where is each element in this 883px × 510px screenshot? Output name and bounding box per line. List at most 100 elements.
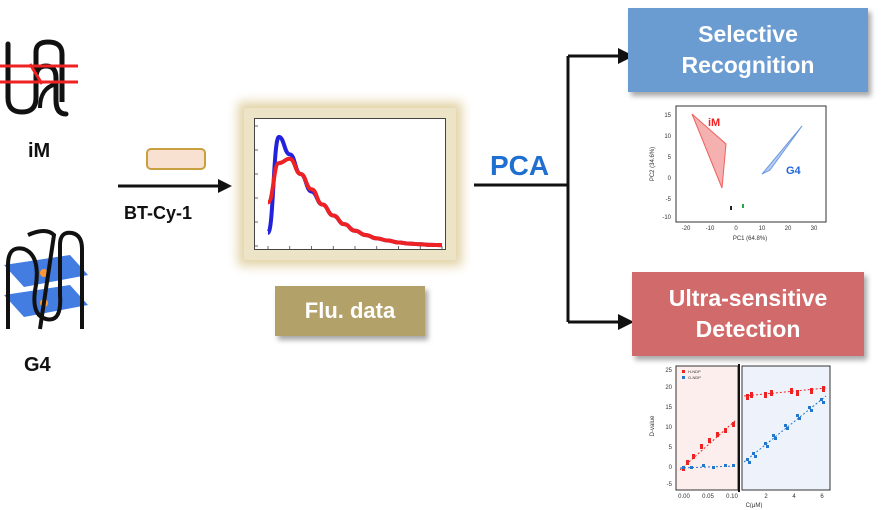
flu-spectrum-chart — [254, 118, 446, 250]
detection-y-ticks: 25 20 15 10 5 0 -5 — [665, 368, 672, 488]
detection-point-h — [692, 456, 695, 459]
pca-x-axis-label: PC1 (64.8%) — [733, 236, 767, 242]
detection-point-g — [784, 424, 787, 427]
svg-text:-5: -5 — [666, 197, 672, 203]
svg-text:-20: -20 — [682, 226, 691, 232]
detection-point-g — [702, 464, 705, 467]
flu-plot-frame — [244, 108, 456, 260]
detection-point-h — [810, 388, 813, 391]
probe-capsule — [146, 148, 206, 170]
detection-point-g — [820, 398, 823, 401]
detection-point-g — [732, 464, 735, 467]
detection-point-g — [712, 466, 715, 469]
detection-point-g — [798, 417, 801, 420]
detection-point-g — [724, 464, 727, 467]
pca-im-cluster — [691, 113, 727, 189]
detection-point-h — [822, 389, 825, 392]
detection-y-axis-label: D-value — [650, 415, 656, 436]
detection-point-h — [746, 394, 749, 397]
detection-point-h — [764, 395, 767, 398]
flu-data-label: Flu. data — [275, 286, 425, 336]
pca-im-annotation: iM — [708, 117, 720, 129]
detection-point-h — [700, 446, 703, 449]
svg-text:2: 2 — [764, 494, 768, 500]
detection-point-h — [708, 440, 711, 443]
detection-point-h — [796, 393, 799, 396]
svg-text:20: 20 — [785, 226, 792, 232]
svg-text:6: 6 — [820, 494, 824, 500]
svg-text:30: 30 — [811, 226, 818, 232]
svg-text:5: 5 — [669, 445, 673, 451]
svg-text:10: 10 — [665, 425, 672, 431]
svg-text:20: 20 — [665, 385, 672, 391]
detection-legend-g: G-NDP — [688, 375, 701, 380]
detection-point-h — [682, 468, 685, 471]
svg-text:0: 0 — [668, 176, 672, 182]
detection-point-h — [790, 391, 793, 394]
svg-text:0.10: 0.10 — [726, 494, 738, 500]
pca-y-ticks: 15 10 5 0 -5 -10 — [662, 113, 671, 221]
detection-point-g — [808, 406, 811, 409]
pca-point-black — [730, 206, 732, 210]
detection-x-axis-label: C(μM) — [746, 503, 763, 508]
probe-arrow — [118, 179, 232, 193]
pca-g4-cluster — [761, 125, 803, 175]
im-structure-icon — [0, 39, 78, 117]
svg-text:10: 10 — [664, 134, 671, 140]
svg-text:0.00: 0.00 — [678, 494, 690, 500]
im-label: iM — [28, 140, 51, 162]
pca-connector — [474, 48, 634, 330]
svg-text:10: 10 — [759, 226, 766, 232]
svg-text:0: 0 — [734, 226, 738, 232]
detection-point-h — [708, 438, 711, 441]
detection-point-h — [732, 422, 735, 425]
detection-point-g — [774, 437, 777, 440]
detection-point-h — [770, 393, 773, 396]
svg-text:15: 15 — [664, 113, 671, 119]
pca-scatter-chart: 15 10 5 0 -5 -10 -20 -10 0 10 20 30 PC1 … — [650, 105, 827, 242]
detection-point-g — [746, 458, 749, 461]
detection-point-h — [750, 392, 753, 395]
detection-point-h — [822, 386, 825, 389]
detection-point-g — [754, 455, 757, 458]
detection-x-ticks: 0.00 0.05 0.10 2 4 6 — [678, 494, 824, 500]
detection-point-h — [750, 395, 753, 398]
detection-point-g — [752, 452, 755, 455]
detection-point-g — [796, 414, 799, 417]
detection-point-h — [716, 434, 719, 437]
detection-point-h — [686, 462, 689, 465]
svg-text:-10: -10 — [662, 215, 671, 221]
pca-x-ticks: -20 -10 0 10 20 30 — [682, 226, 818, 232]
detection-point-h — [724, 428, 727, 431]
pca-y-axis-label: PC2 (34.6%) — [650, 147, 656, 181]
detection-point-h — [796, 390, 799, 393]
svg-text:-5: -5 — [667, 482, 673, 488]
svg-text:15: 15 — [665, 405, 672, 411]
detection-point-h — [790, 388, 793, 391]
detection-point-h — [770, 390, 773, 393]
detection-legend-h: H-NDP — [688, 369, 701, 374]
g4-structure-icon — [4, 229, 88, 330]
detection-scatter-chart: 25 20 15 10 5 0 -5 0.00 0.05 0.10 2 4 6 … — [650, 364, 831, 508]
detection-point-h — [810, 391, 813, 394]
detection-point-h — [746, 397, 749, 400]
detection-point-g — [786, 427, 789, 430]
detection-point-h — [716, 432, 719, 435]
detection-point-h — [692, 454, 695, 457]
detection-point-g — [772, 434, 775, 437]
svg-text:4: 4 — [792, 494, 796, 500]
detection-point-g — [748, 461, 751, 464]
detection-point-h — [700, 444, 703, 447]
g4-label: G4 — [24, 354, 51, 376]
pca-g4-annotation: G4 — [786, 165, 802, 177]
detection-point-h — [764, 392, 767, 395]
flu-series-red-line — [266, 156, 443, 248]
detection-point-g — [766, 445, 769, 448]
pca-point-green — [742, 204, 744, 208]
detection-point-g — [810, 409, 813, 412]
detection-point-h — [724, 430, 727, 433]
detection-point-g — [764, 442, 767, 445]
svg-text:25: 25 — [665, 368, 672, 374]
svg-text:-10: -10 — [706, 226, 715, 232]
probe-label: BT-Cy-1 — [124, 203, 193, 223]
